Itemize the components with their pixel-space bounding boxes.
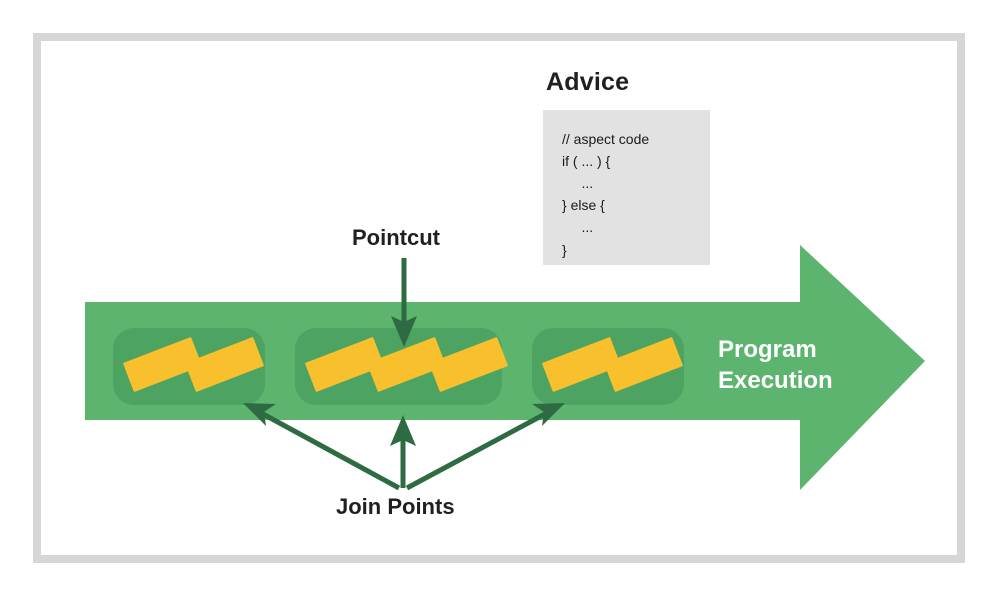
program-execution-label: Program Execution (718, 336, 833, 395)
outer-frame-border (33, 33, 965, 563)
execution-group-3 (532, 328, 684, 405)
program-execution-arrow (85, 245, 925, 490)
pointcut-label: Pointcut (352, 225, 440, 250)
join-point-bars-group-2 (305, 337, 508, 392)
advice-code-text: // aspect code if ( ... ) { ... } else {… (562, 131, 650, 258)
join-point-bars-group-1 (123, 337, 264, 392)
join-points-arrow-right (405, 403, 565, 491)
advice-code-box: // aspect code if ( ... ) { ... } else {… (543, 110, 710, 265)
advice-title: Advice (546, 68, 630, 96)
pointcut-arrow (391, 258, 417, 347)
join-points-arrow-center (390, 415, 416, 488)
join-points-label: Join Points (336, 494, 455, 519)
execution-group-1 (113, 328, 265, 405)
join-points-arrow-left (243, 403, 401, 491)
join-points-arrows (243, 403, 565, 491)
join-point-bars-group-3 (542, 337, 683, 392)
execution-group-2 (295, 328, 508, 405)
